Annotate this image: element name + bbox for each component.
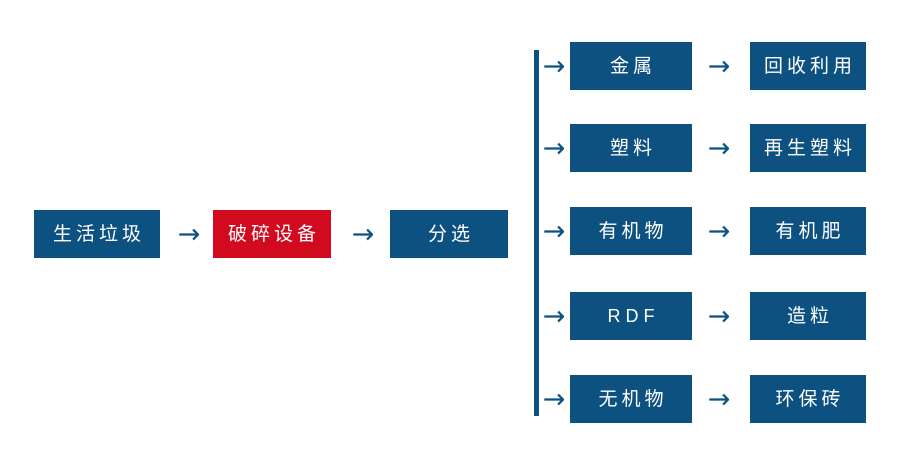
arrow-glyph: → — [542, 132, 566, 164]
node-label: 塑料 — [609, 137, 656, 159]
node-branch-product[interactable]: 有机肥 — [750, 207, 866, 255]
node-label: 生活垃圾 — [52, 223, 145, 245]
arrow-glyph: → — [542, 50, 566, 82]
node-label: RDF — [607, 306, 660, 326]
arrow-right-icon: → — [698, 215, 740, 247]
branch-arrow-right-icon: → — [536, 300, 572, 332]
arrow-glyph: → — [707, 132, 731, 164]
branch-arrow-right-icon: → — [536, 132, 572, 164]
node-sorting[interactable]: 分选 — [390, 210, 508, 258]
branch-arrow-right-icon: → — [536, 215, 572, 247]
node-branch-product[interactable]: 造粒 — [750, 292, 866, 340]
arrow-glyph: → — [177, 218, 201, 250]
node-branch-output[interactable]: 无机物 — [570, 375, 692, 423]
node-label: 造粒 — [786, 305, 833, 327]
node-label: 破碎设备 — [227, 223, 320, 245]
arrow-right-icon: → — [698, 50, 740, 82]
node-branch-product[interactable]: 再生塑料 — [750, 124, 866, 172]
node-label: 有机肥 — [775, 220, 845, 242]
arrow-glyph: → — [542, 215, 566, 247]
arrow-glyph: → — [707, 300, 731, 332]
branch-arrow-right-icon: → — [536, 383, 572, 415]
arrow-glyph: → — [707, 215, 731, 247]
node-branch-output[interactable]: 金属 — [570, 42, 692, 90]
arrow-glyph: → — [542, 300, 566, 332]
node-label: 环保砖 — [775, 388, 845, 410]
node-label: 再生塑料 — [763, 137, 856, 159]
node-branch-output[interactable]: RDF — [570, 292, 692, 340]
arrow-right-icon: → — [698, 300, 740, 332]
arrow-right-icon: → — [342, 218, 384, 250]
node-label: 无机物 — [598, 388, 668, 410]
node-branch-product[interactable]: 回收利用 — [750, 42, 866, 90]
node-main-input[interactable]: 生活垃圾 — [34, 210, 160, 258]
node-branch-output[interactable]: 有机物 — [570, 207, 692, 255]
node-crusher-equipment[interactable]: 破碎设备 — [213, 210, 331, 258]
arrow-glyph: → — [707, 383, 731, 415]
arrow-right-icon: → — [698, 132, 740, 164]
branch-trunk-line — [534, 50, 539, 416]
node-label: 金属 — [609, 55, 656, 77]
arrow-glyph: → — [707, 50, 731, 82]
arrow-right-icon: → — [168, 218, 210, 250]
node-label: 回收利用 — [763, 55, 856, 77]
arrow-glyph: → — [351, 218, 375, 250]
node-label: 有机物 — [598, 220, 668, 242]
arrow-glyph: → — [542, 383, 566, 415]
node-branch-product[interactable]: 环保砖 — [750, 375, 866, 423]
branch-arrow-right-icon: → — [536, 50, 572, 82]
arrow-right-icon: → — [698, 383, 740, 415]
node-label: 分选 — [427, 223, 474, 245]
node-branch-output[interactable]: 塑料 — [570, 124, 692, 172]
